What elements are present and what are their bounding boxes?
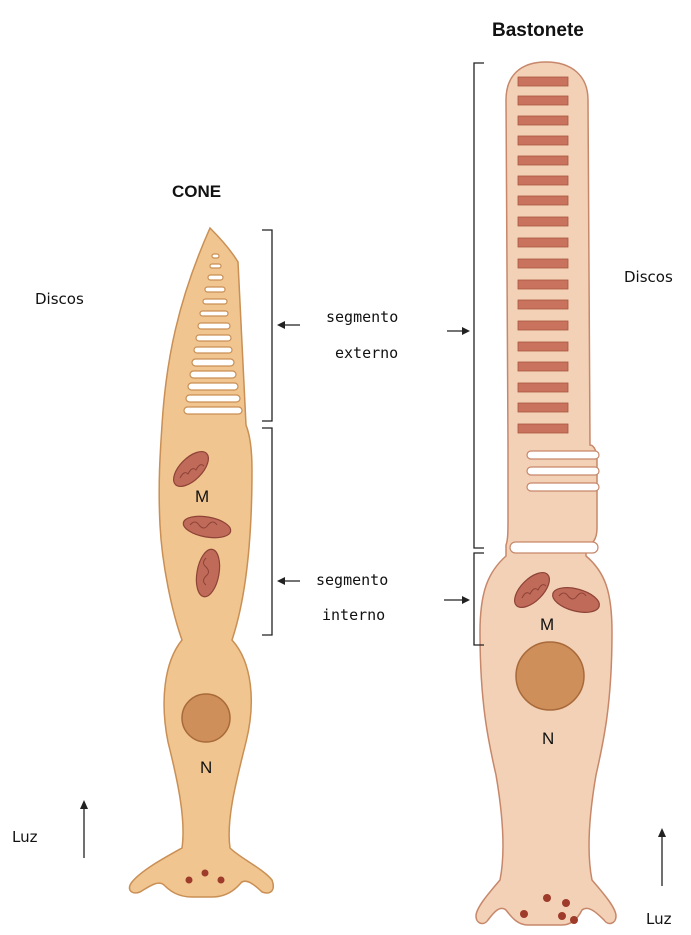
rod-body — [476, 62, 616, 925]
cone-disc — [196, 335, 231, 341]
cone-disc — [212, 254, 219, 258]
rod-discs-label: Discos — [624, 268, 673, 286]
cone-disc — [208, 275, 223, 280]
arrow-left-icon — [277, 321, 285, 329]
rod-outer-bracket — [474, 63, 484, 548]
arrow-left-icon — [277, 577, 285, 585]
rod-disc — [518, 280, 568, 289]
cone-title: CONE — [172, 182, 221, 201]
rod-slit — [527, 483, 599, 491]
rod-nucleus — [516, 642, 584, 710]
rod-disc — [518, 383, 568, 392]
rod-nucleus-label: N — [542, 729, 554, 748]
cone-outer-bracket — [262, 230, 272, 421]
rod-disc — [518, 259, 568, 268]
arrow-up-icon — [658, 828, 666, 837]
cone-disc — [203, 299, 227, 304]
arrow-right-icon — [462, 327, 470, 335]
rod-disc — [518, 156, 568, 165]
granule — [562, 899, 570, 907]
rod-slit — [527, 451, 599, 459]
rod-disc — [518, 96, 568, 105]
rod-disc — [518, 176, 568, 185]
granule — [520, 910, 528, 918]
granule — [543, 894, 551, 902]
rod-disc — [518, 321, 568, 330]
cone-disc — [190, 371, 236, 378]
rod-disc — [518, 136, 568, 145]
cone-inner-bracket — [262, 428, 272, 635]
arrow-right-icon — [462, 596, 470, 604]
rod-slit — [527, 467, 599, 475]
light-arrow-right — [658, 828, 666, 886]
light-label-left: Luz — [12, 828, 38, 846]
rod-disc — [518, 342, 568, 351]
cone-nucleus-label: N — [200, 758, 212, 777]
cone-disc — [192, 359, 234, 366]
rod-disc — [518, 77, 568, 86]
granule — [218, 877, 225, 884]
cone-disc — [205, 287, 225, 292]
rod-disc — [518, 238, 568, 247]
granule — [558, 912, 566, 920]
inner-segment-label-1: segmento — [316, 571, 388, 589]
rod-disc — [518, 403, 568, 412]
outer-segment-label-1: segmento — [326, 308, 398, 326]
cone-mito-label: M — [195, 487, 209, 506]
cone-disc — [194, 347, 232, 353]
cone-cell — [130, 228, 274, 897]
light-label-right: Luz — [646, 910, 672, 928]
cone-disc — [188, 383, 238, 390]
rod-cell — [476, 62, 616, 925]
light-arrow-left — [80, 800, 88, 858]
rod-mito-label: M — [540, 615, 554, 634]
cone-nucleus — [182, 694, 230, 742]
granule — [186, 877, 193, 884]
rod-disc — [518, 217, 568, 226]
cone-disc — [186, 395, 240, 402]
rod-disc — [518, 424, 568, 433]
rod-disc — [518, 362, 568, 371]
cone-disc — [200, 311, 228, 316]
cone-discs-label: Discos — [35, 290, 84, 308]
cone-disc — [210, 264, 221, 268]
rod-disc — [518, 196, 568, 205]
inner-segment-label-2: interno — [322, 606, 385, 624]
granule — [202, 870, 209, 877]
rod-slit — [510, 542, 598, 553]
cone-disc — [184, 407, 242, 414]
rod-disc — [518, 116, 568, 125]
outer-segment-label-2: externo — [335, 344, 398, 362]
cone-disc — [198, 323, 230, 329]
rod-disc — [518, 300, 568, 309]
rod-title: Bastonete — [492, 20, 584, 41]
granule — [570, 916, 578, 924]
arrow-up-icon — [80, 800, 88, 809]
